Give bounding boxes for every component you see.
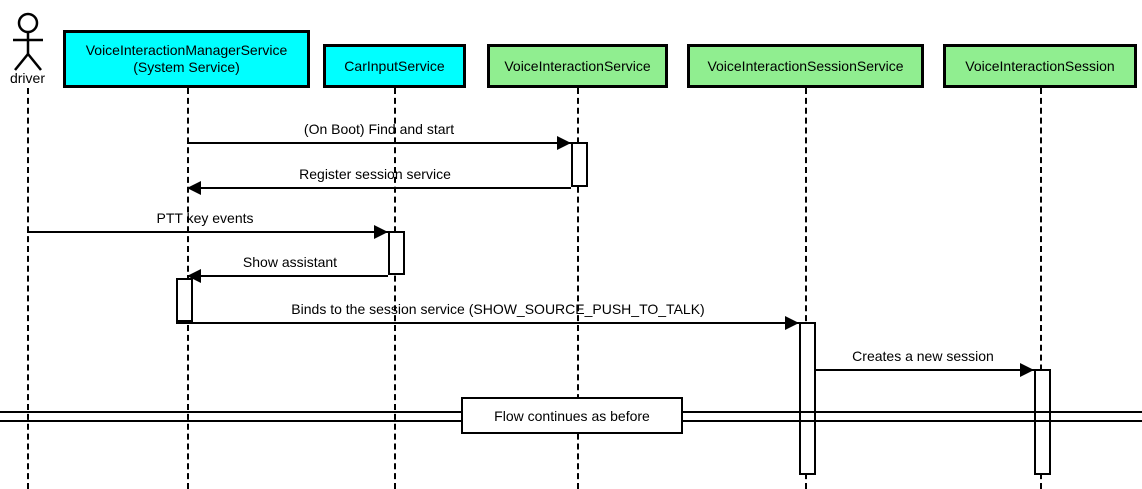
participant-label-vims: VoiceInteractionManagerService (System S… [85, 42, 288, 75]
message-line-creates-a-new-session [813, 369, 1034, 371]
participant-label-viss: VoiceInteractionSessionService [707, 57, 904, 74]
message-line-ptt-key-events [27, 231, 388, 233]
activation-bar-vis [571, 142, 588, 187]
participant-box-voiceinteractionmanagerservice[interactable]: VoiceInteractionManagerService (System S… [63, 30, 310, 88]
note-flow-continues-as-before: Flow continues as before [461, 397, 683, 434]
participant-label-cis: CarInputService [344, 57, 445, 74]
actor-driver [6, 12, 50, 72]
actor-driver-label: driver [9, 70, 45, 86]
message-arrowhead-show-assistant [187, 269, 201, 283]
message-label-ptt-key-events: PTT key events [156, 210, 254, 226]
lifeline-cis [394, 88, 396, 489]
activation-bar-cis [388, 231, 405, 275]
message-label-binds-to-the-session-service: Binds to the session service (SHOW_SOURC… [291, 301, 705, 317]
participant-box-voiceinteractionservice[interactable]: VoiceInteractionService [487, 44, 668, 88]
message-label-show-assistant: Show assistant [242, 254, 338, 270]
stick-figure-icon [13, 12, 43, 71]
message-line-on-boot-find-and-start [187, 142, 571, 144]
note-label: Flow continues as before [494, 407, 650, 424]
message-line-register-session-service [187, 187, 571, 189]
message-label-register-session-service: Register session service [299, 166, 451, 182]
message-arrowhead-register-session-service [187, 181, 201, 195]
message-arrowhead-binds-to-the-session-service [785, 316, 799, 330]
activation-bar-vise [1034, 369, 1051, 475]
lifeline-vis [577, 88, 579, 489]
message-arrowhead-on-boot-find-and-start [557, 136, 571, 150]
participant-box-carinputservice[interactable]: CarInputService [323, 44, 466, 88]
lifeline-vise [1040, 88, 1042, 489]
message-line-show-assistant [187, 275, 388, 277]
lifeline-driver [27, 88, 29, 489]
message-arrowhead-ptt-key-events [374, 225, 388, 239]
participant-box-voiceinteractionsession[interactable]: VoiceInteractionSession [943, 44, 1137, 88]
message-label-on-boot-find-and-start: (On Boot) Find and start [303, 121, 455, 137]
lifeline-viss [805, 88, 807, 489]
message-arrowhead-creates-a-new-session [1020, 363, 1034, 377]
participant-label-vis: VoiceInteractionService [504, 57, 651, 74]
participant-label-vise: VoiceInteractionSession [965, 57, 1115, 74]
message-label-creates-a-new-session: Creates a new session [852, 348, 994, 364]
message-line-binds-to-the-session-service [176, 322, 799, 324]
activation-bar-viss [799, 322, 816, 475]
participant-box-voiceinteractionsessionservice[interactable]: VoiceInteractionSessionService [687, 44, 924, 88]
activation-bar-vims [176, 278, 193, 322]
